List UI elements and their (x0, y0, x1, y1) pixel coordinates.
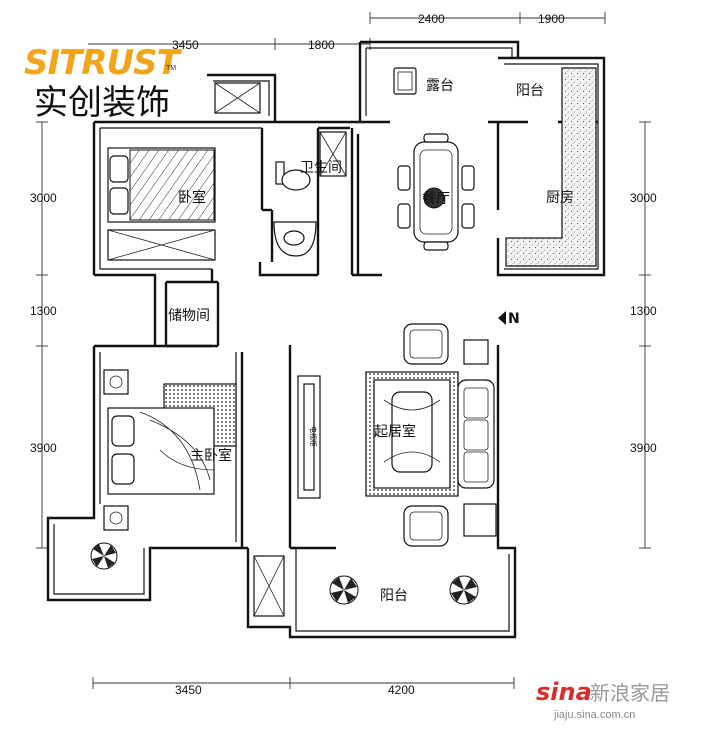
label-terrace: 露台 (426, 78, 454, 94)
sina-watermark: sina 新浪家居 jiaju.sina.com.cn (536, 678, 670, 721)
dim-right-1: 3000 (630, 191, 657, 205)
dim-right-2: 1300 (630, 304, 657, 318)
living-room-furniture (365, 323, 497, 547)
dim-bottom-1: 3450 (175, 683, 202, 697)
furniture: N (90, 67, 597, 605)
label-master-bedroom: 主卧室 (190, 447, 232, 464)
north-arrow-icon: N (498, 311, 520, 327)
bathroom-fixtures (273, 131, 347, 257)
watermark-url: jiaju.sina.com.cn (553, 709, 635, 721)
plant-balcony-1 (329, 575, 359, 605)
dim-top-3: 3450 (172, 38, 199, 52)
north-letter: N (508, 311, 520, 327)
dim-bottom-2: 4200 (388, 683, 415, 697)
label-balcony-ne: 阳台 (516, 83, 544, 99)
dining-table (397, 133, 475, 251)
label-dining: 餐厅 (422, 191, 450, 207)
label-bathroom: 卫生间 (300, 160, 342, 176)
dim-left-1: 3000 (30, 191, 57, 205)
brand-name-cn: 实创装饰 (34, 83, 170, 123)
dim-left-2: 1300 (30, 304, 57, 318)
room-labels: 露台 阳台 卫生间 卧室 餐厅 厨房 储物间 主卧室 起居室 阳台 电视柜 (168, 78, 574, 604)
dim-left-3: 3900 (30, 441, 57, 455)
master-bed (103, 369, 237, 531)
bedroom-bed (107, 147, 216, 261)
watermark-name: 新浪家居 (590, 681, 670, 705)
kitchen-counter (505, 67, 597, 267)
label-tv-cabinet: 电视柜 (309, 426, 318, 447)
terrace-ornament (393, 67, 417, 95)
watermark-brand: sina (536, 678, 592, 706)
dim-top-4: 1800 (308, 38, 335, 52)
plant-sw (90, 542, 118, 570)
dim-top-1: 2400 (418, 12, 445, 26)
label-bedroom: 卧室 (178, 189, 206, 206)
dim-top-2: 1900 (538, 12, 565, 26)
brand-name-en: SITRUST (24, 43, 183, 83)
label-living-room: 起居室 (374, 423, 416, 440)
label-kitchen: 厨房 (546, 190, 574, 206)
dim-right-3: 3900 (630, 441, 657, 455)
brand-logo: SITRUST TM 实创装饰 (24, 43, 184, 123)
label-storage: 储物间 (168, 308, 210, 324)
trademark: TM (166, 65, 176, 72)
dimension-lines: 2400 1900 3450 1800 3000 1300 3900 3000 … (30, 12, 657, 697)
plant-balcony-2 (449, 575, 479, 605)
walls (46, 40, 606, 639)
tv-cabinet (297, 375, 321, 499)
label-balcony-south: 阳台 (380, 588, 408, 604)
